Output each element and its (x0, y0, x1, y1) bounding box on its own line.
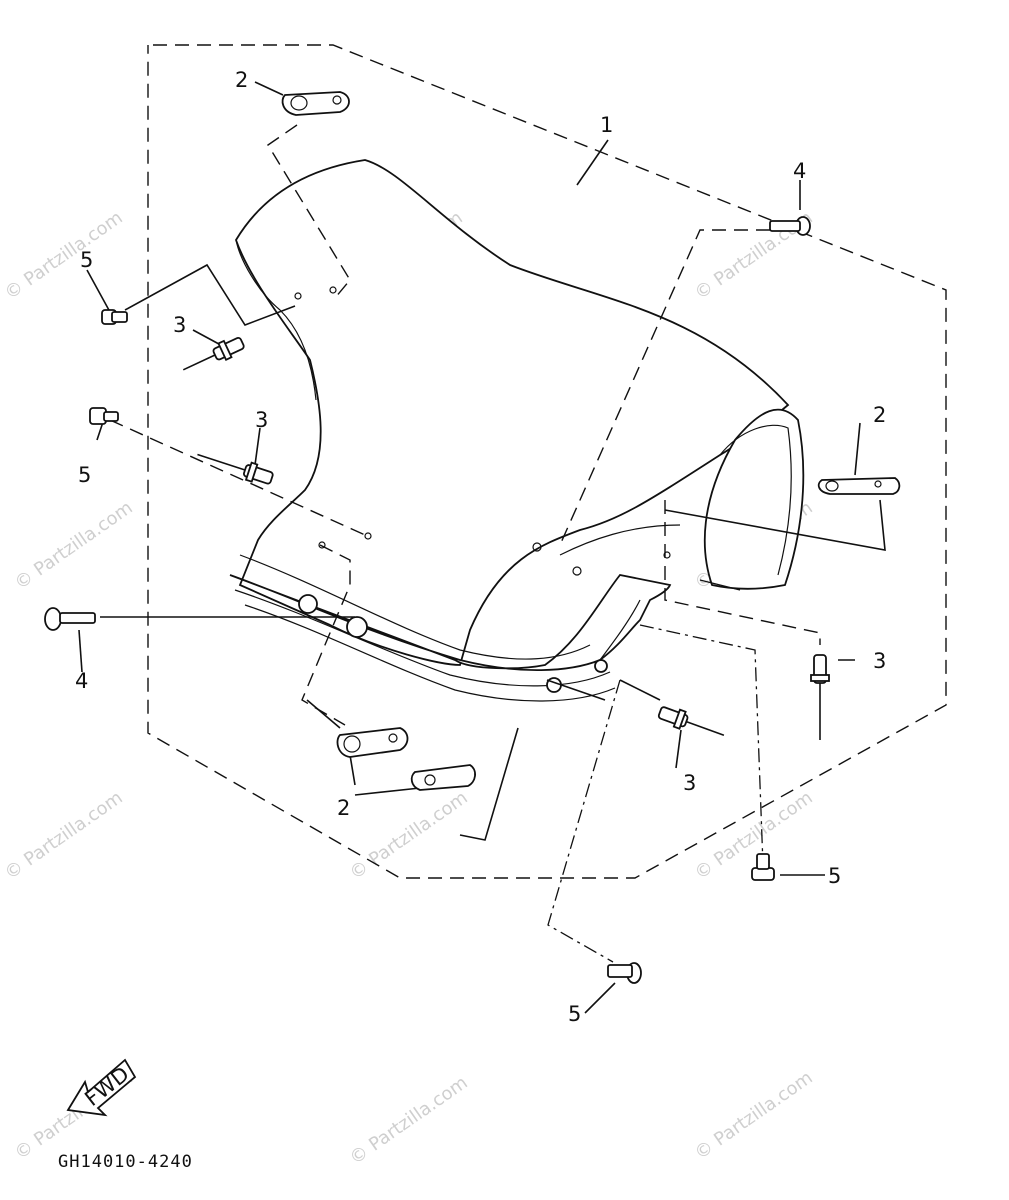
callout-labels: 1 2 2 2 3 3 3 3 4 4 5 5 5 5 (75, 68, 886, 1026)
assembly-boundary (147, 44, 947, 879)
callout-4: 4 (793, 159, 806, 183)
callout-2: 2 (337, 796, 350, 820)
callout-3: 3 (255, 408, 268, 432)
callout-5: 5 (78, 463, 91, 487)
top-cowling (229, 159, 805, 702)
watermark: © Partzilla.com (346, 787, 472, 884)
callout-3: 3 (683, 771, 696, 795)
callout-4: 4 (75, 669, 88, 693)
drawing-code: GH14010-4240 (58, 1152, 193, 1172)
nut-plate-parts (281, 91, 901, 791)
bolt-parts (89, 309, 775, 984)
watermark: © Partzilla.com (1, 207, 127, 304)
watermark: © Partzilla.com (346, 1072, 472, 1169)
leader-lines (78, 81, 886, 1014)
callout-5: 5 (828, 864, 841, 888)
callout-3: 3 (173, 313, 186, 337)
screw-parts (44, 216, 811, 631)
mounting-holes (294, 286, 671, 693)
callout-2: 2 (873, 403, 886, 427)
callout-5: 5 (568, 1002, 581, 1026)
callout-5: 5 (80, 248, 93, 272)
rivet-parts (182, 336, 830, 740)
callout-3: 3 (873, 649, 886, 673)
callout-1: 1 (600, 113, 613, 137)
callout-2: 2 (235, 68, 248, 92)
watermark: © Partzilla.com (691, 1067, 817, 1164)
watermark: © Partzilla.com (11, 497, 137, 594)
watermark: © Partzilla.com (1, 787, 127, 884)
